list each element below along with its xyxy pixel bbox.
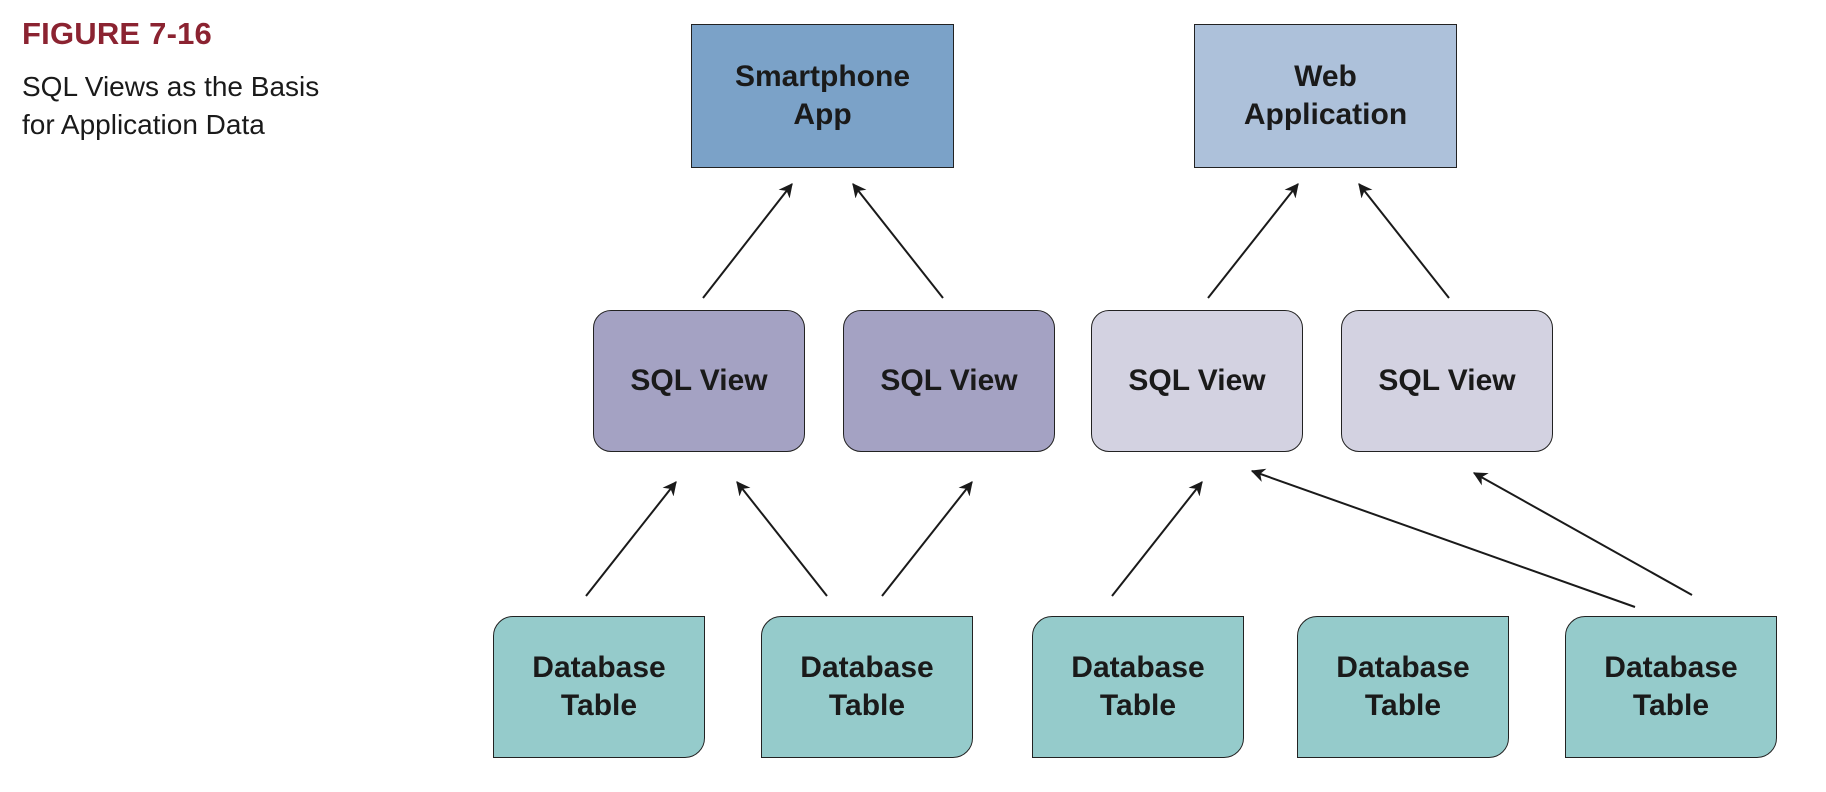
arrow-table2-to-view1 [736, 481, 828, 597]
database-table-box-4: Database Table [1297, 616, 1509, 758]
arrow-view2-to-smartphone [852, 183, 944, 299]
sql-view-box-4: SQL View [1341, 310, 1553, 452]
arrow-table2-to-view2 [881, 481, 973, 597]
arrow-view4-to-web [1358, 183, 1450, 299]
arrow-view3-to-web [1207, 183, 1299, 299]
sql-view-box-1: SQL View [593, 310, 805, 452]
sql-view-box-2: SQL View [843, 310, 1055, 452]
database-table-box-5: Database Table [1565, 616, 1777, 758]
web-application-box: Web Application [1194, 24, 1457, 168]
database-table-box-3: Database Table [1032, 616, 1244, 758]
arrow-table1-to-view1 [585, 481, 677, 597]
figure-caption: SQL Views as the Basis for Application D… [22, 71, 320, 140]
figure-number: FIGURE 7-16 [22, 16, 212, 51]
arrow-table5-to-view4 [1472, 472, 1693, 596]
database-table-box-2: Database Table [761, 616, 973, 758]
arrow-table5-to-view3 [1250, 468, 1636, 608]
arrow-view1-to-smartphone [702, 183, 793, 299]
sql-view-box-3: SQL View [1091, 310, 1303, 452]
smartphone-app-box: Smartphone App [691, 24, 954, 168]
database-table-box-1: Database Table [493, 616, 705, 758]
arrow-table3-to-view3 [1111, 481, 1203, 597]
